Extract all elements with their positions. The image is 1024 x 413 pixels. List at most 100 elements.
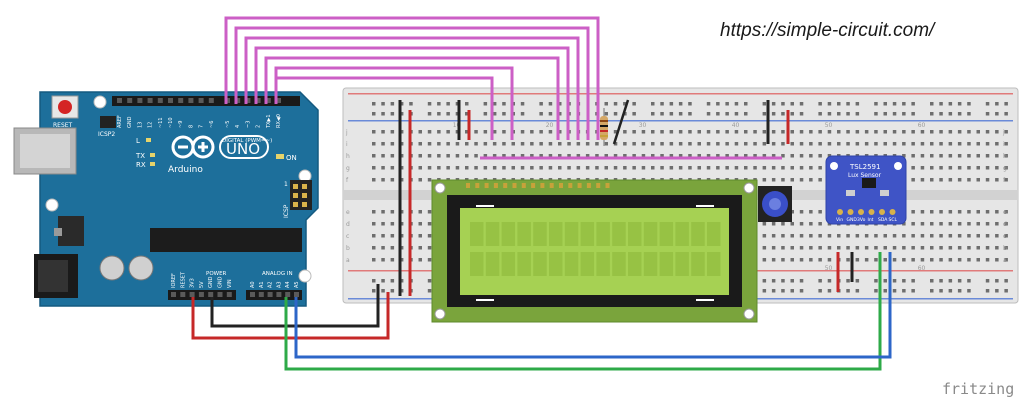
rail-hole (967, 102, 971, 106)
lcd-cell (612, 252, 626, 276)
row-letter: f (346, 177, 349, 184)
terminal-hole (734, 166, 739, 170)
pin-label: A2 (268, 281, 274, 288)
terminal-hole (902, 246, 906, 250)
rail-hole (604, 102, 608, 106)
rail-hole (455, 102, 460, 106)
rail-hole (892, 279, 897, 283)
reset-label: RESET (53, 122, 73, 129)
row-letter: g (1003, 165, 1007, 172)
terminal-hole (781, 246, 785, 250)
terminal-hole (576, 154, 581, 158)
header-pin (189, 292, 195, 297)
rx-led (150, 162, 155, 166)
lcd-pin (568, 183, 573, 188)
terminal-hole (976, 178, 980, 182)
header-pin (265, 98, 271, 103)
terminal-hole (771, 246, 776, 250)
terminal-hole (781, 258, 785, 262)
terminal-hole (911, 258, 915, 262)
terminal-hole (483, 154, 488, 158)
terminal-hole (948, 142, 953, 146)
terminal-hole (1004, 234, 1008, 238)
lcd-cell (675, 222, 689, 246)
rail-hole (390, 279, 395, 283)
lcd-cell (470, 252, 484, 276)
terminal-hole (446, 154, 450, 158)
terminal-hole (372, 210, 376, 214)
terminal-hole (920, 234, 925, 238)
lcd-cell (517, 252, 531, 276)
terminal-hole (939, 154, 943, 158)
terminal-hole (688, 130, 692, 134)
terminal-hole (381, 222, 385, 226)
terminal-hole (669, 154, 674, 158)
lcd-cell (691, 252, 705, 276)
lcd-pin (549, 183, 554, 188)
terminal-hole (1004, 246, 1008, 250)
lcd-cell (580, 252, 595, 276)
rx-label: RX (136, 161, 146, 169)
terminal-hole (920, 178, 925, 182)
rail-hole (911, 112, 915, 116)
rail-hole (855, 112, 860, 116)
terminal-hole (976, 166, 980, 170)
terminal-hole (790, 258, 794, 262)
terminal-hole (790, 166, 794, 170)
lcd-pin (521, 183, 526, 188)
terminal-hole (390, 210, 395, 214)
terminal-hole (678, 154, 683, 158)
terminal-hole (995, 142, 999, 146)
icsp-pins (293, 184, 307, 207)
terminal-hole (818, 130, 822, 134)
header-pin (127, 98, 133, 103)
rail-hole (372, 289, 376, 293)
rail-hole (985, 112, 990, 116)
pin-label: ~11 (158, 117, 164, 128)
magenta-wire (274, 76, 494, 140)
terminal-hole (911, 130, 915, 134)
terminal-hole (399, 166, 404, 170)
rail-hole (716, 102, 720, 106)
terminal-hole (930, 210, 934, 214)
rail-hole (1004, 279, 1008, 283)
terminal-hole (539, 166, 543, 170)
terminal-hole (995, 130, 999, 134)
terminal-hole (957, 222, 962, 226)
terminal-hole (446, 130, 450, 134)
terminal-hole (455, 166, 460, 170)
pin-label: GND (218, 276, 224, 288)
column-number: 60 (918, 122, 926, 129)
terminal-hole (390, 178, 395, 182)
terminal-hole (957, 130, 962, 134)
sensor-pin (889, 209, 896, 215)
terminal-hole (874, 142, 878, 146)
rail-hole (939, 279, 943, 283)
terminal-hole (985, 210, 990, 214)
terminal-hole (892, 246, 897, 250)
lcd-cell (517, 222, 531, 246)
lcd-cell (564, 252, 579, 276)
lcd-pin (596, 183, 601, 188)
rail-hole (846, 112, 850, 116)
terminal-hole (902, 258, 906, 262)
terminal-hole (883, 234, 887, 238)
terminal-hole (418, 246, 422, 250)
rail-hole (762, 102, 767, 106)
row-letter: a (1003, 257, 1007, 264)
terminal-hole (660, 142, 664, 146)
terminal-hole (483, 166, 488, 170)
row-letter: c (346, 233, 349, 240)
terminal-hole (427, 166, 432, 170)
terminal-hole (762, 154, 767, 158)
terminal-hole (418, 222, 422, 226)
terminal-hole (985, 178, 990, 182)
terminal-hole (427, 246, 432, 250)
terminal-hole (948, 222, 953, 226)
terminal-hole (427, 234, 432, 238)
terminal-hole (502, 166, 506, 170)
terminal-hole (930, 234, 934, 238)
row-letter: j (1002, 129, 1005, 136)
terminal-hole (558, 166, 562, 170)
